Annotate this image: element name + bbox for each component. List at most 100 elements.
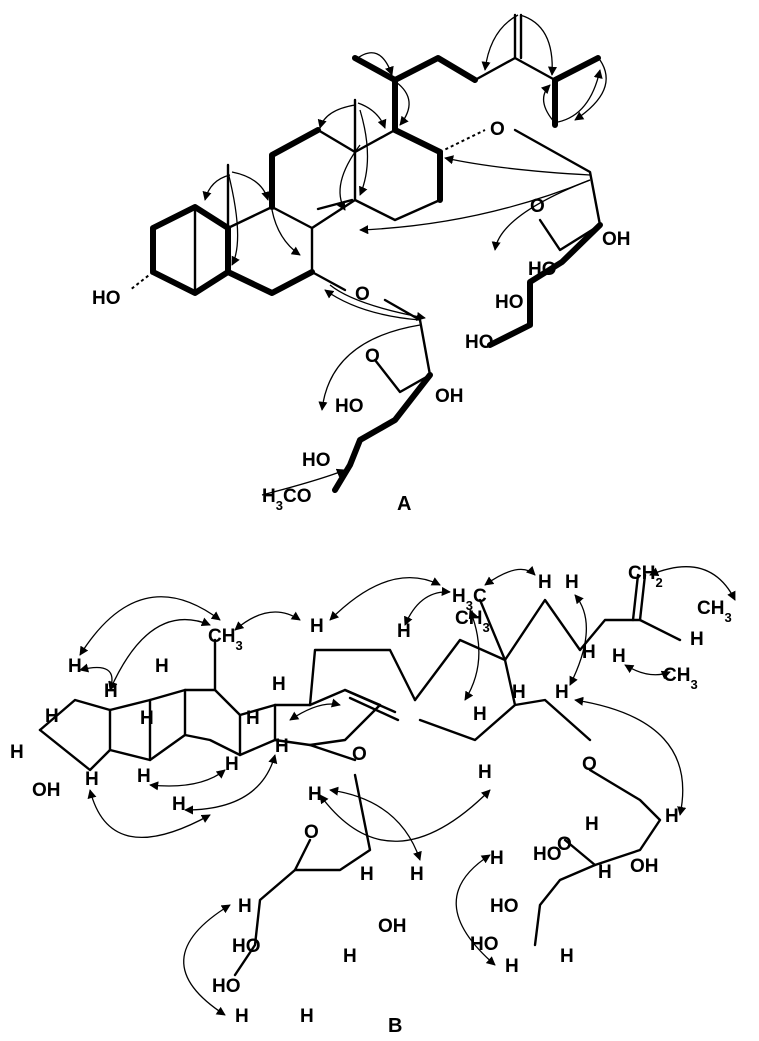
- svg-text:H: H: [505, 956, 519, 977]
- svg-text:H: H: [560, 946, 574, 967]
- svg-text:H: H: [140, 708, 154, 729]
- ch3-label: CH3: [663, 665, 698, 692]
- ho-label: HO: [495, 292, 524, 313]
- left-sugar: [233, 868, 297, 977]
- noesy-arrow: [624, 664, 671, 680]
- hmbc-arrow: [227, 171, 240, 266]
- ch3-label: CH3: [208, 626, 243, 653]
- ring-d: [413, 638, 517, 742]
- o-label: O: [490, 119, 505, 140]
- ho-label: HO: [335, 396, 364, 417]
- svg-text:H: H: [10, 742, 24, 763]
- svg-text:H: H: [598, 862, 612, 883]
- oh-label: OH: [378, 916, 407, 937]
- hmbc-arrow: [395, 81, 410, 126]
- noesy-arrow: [184, 754, 278, 815]
- svg-text:H: H: [225, 754, 239, 775]
- hmbc-arrow: [359, 179, 591, 235]
- noesy-arrow: [319, 789, 491, 842]
- svg-text:H: H: [410, 864, 424, 885]
- hmbc-arrow: [540, 84, 556, 124]
- svg-text:H: H: [582, 642, 596, 663]
- bold-sugar: [487, 222, 603, 348]
- double-bond: [631, 573, 647, 622]
- hmbc-arrow: [359, 109, 369, 196]
- noesy-arrow: [87, 789, 211, 838]
- noesy-arrow: [569, 594, 588, 686]
- ho-label: HO: [465, 332, 494, 353]
- noesy-arrow: [329, 577, 441, 621]
- svg-text:H: H: [397, 621, 411, 642]
- double-bond: [513, 13, 523, 60]
- svg-text:H: H: [155, 656, 169, 677]
- ring-skeleton: [38, 703, 382, 772]
- right-sugar: [533, 863, 597, 947]
- noesy-arrow: [464, 609, 480, 701]
- h-labels: H H H H H H H H H H H H H H H H H H H H …: [10, 572, 704, 1027]
- oh-label: OH: [602, 229, 631, 250]
- svg-text:H: H: [612, 646, 626, 667]
- svg-text:H: H: [555, 682, 569, 703]
- svg-text:H: H: [104, 681, 118, 702]
- bold-bond: [392, 127, 443, 203]
- noesy-arrow: [79, 596, 221, 656]
- svg-text:H: H: [665, 806, 679, 827]
- ho-label: HO: [528, 259, 557, 280]
- oh-label: OH: [435, 386, 464, 407]
- noesy-arrow: [329, 786, 422, 861]
- right-sugar: [563, 768, 662, 867]
- o-label: O: [530, 196, 545, 217]
- hmbc-arrow: [317, 104, 356, 129]
- svg-text:H: H: [490, 848, 504, 869]
- svg-text:H: H: [300, 1006, 314, 1027]
- hmbc-arrow: [491, 179, 591, 251]
- o-label: O: [352, 744, 367, 765]
- svg-text:H: H: [308, 784, 322, 805]
- o-label: O: [557, 834, 572, 855]
- ho-label: HO: [302, 450, 331, 471]
- ch3-label: CH3: [697, 598, 732, 625]
- oh-label: OH: [32, 780, 61, 801]
- hmbc-arrow: [318, 324, 421, 411]
- svg-text:H: H: [585, 814, 599, 835]
- svg-text:H: H: [310, 616, 324, 637]
- svg-text:H: H: [235, 1006, 249, 1027]
- svg-text:H: H: [275, 736, 289, 757]
- panel-a-label: A: [397, 493, 411, 515]
- noesy-arrow: [183, 904, 231, 1016]
- ring-skeleton: [38, 688, 382, 732]
- svg-text:H: H: [272, 674, 286, 695]
- hmbc-arrow: [557, 69, 603, 123]
- svg-text:H: H: [512, 682, 526, 703]
- hmbc-arrow: [444, 155, 591, 176]
- svg-text:H: H: [473, 704, 487, 725]
- svg-text:H: H: [137, 766, 151, 787]
- bond: [310, 270, 347, 292]
- hmbc-arrow: [481, 14, 519, 71]
- o-label: O: [365, 346, 380, 367]
- o-label: O: [355, 284, 370, 305]
- hmbc-arrow: [354, 52, 394, 76]
- hmbc-arrow: [357, 102, 387, 129]
- ho-label: HO: [212, 976, 241, 997]
- hmbc-arrow: [261, 468, 346, 496]
- upper-sugar: [513, 128, 602, 252]
- ho-label: HO: [490, 896, 519, 917]
- bold-bond: [552, 55, 601, 128]
- panel-b-structure: CH2 CH3 CH3 H3C CH3 CH3 OH O O O O HO OH…: [10, 563, 736, 1037]
- hmbc-arrow: [574, 59, 607, 121]
- h3co-label: H3CO: [262, 486, 311, 513]
- side-chain: [478, 598, 682, 662]
- noesy-arrow: [289, 698, 341, 721]
- svg-text:H: H: [690, 629, 704, 650]
- bond: [129, 271, 154, 291]
- h3c-label: H3C: [452, 586, 487, 613]
- bond: [439, 129, 486, 153]
- noesy-arrow: [574, 696, 687, 816]
- svg-text:H: H: [238, 896, 252, 917]
- svg-text:H: H: [68, 656, 82, 677]
- ring-skeleton: [308, 648, 417, 722]
- bold-side-chain: [352, 55, 478, 133]
- bold-sugar: [332, 372, 433, 493]
